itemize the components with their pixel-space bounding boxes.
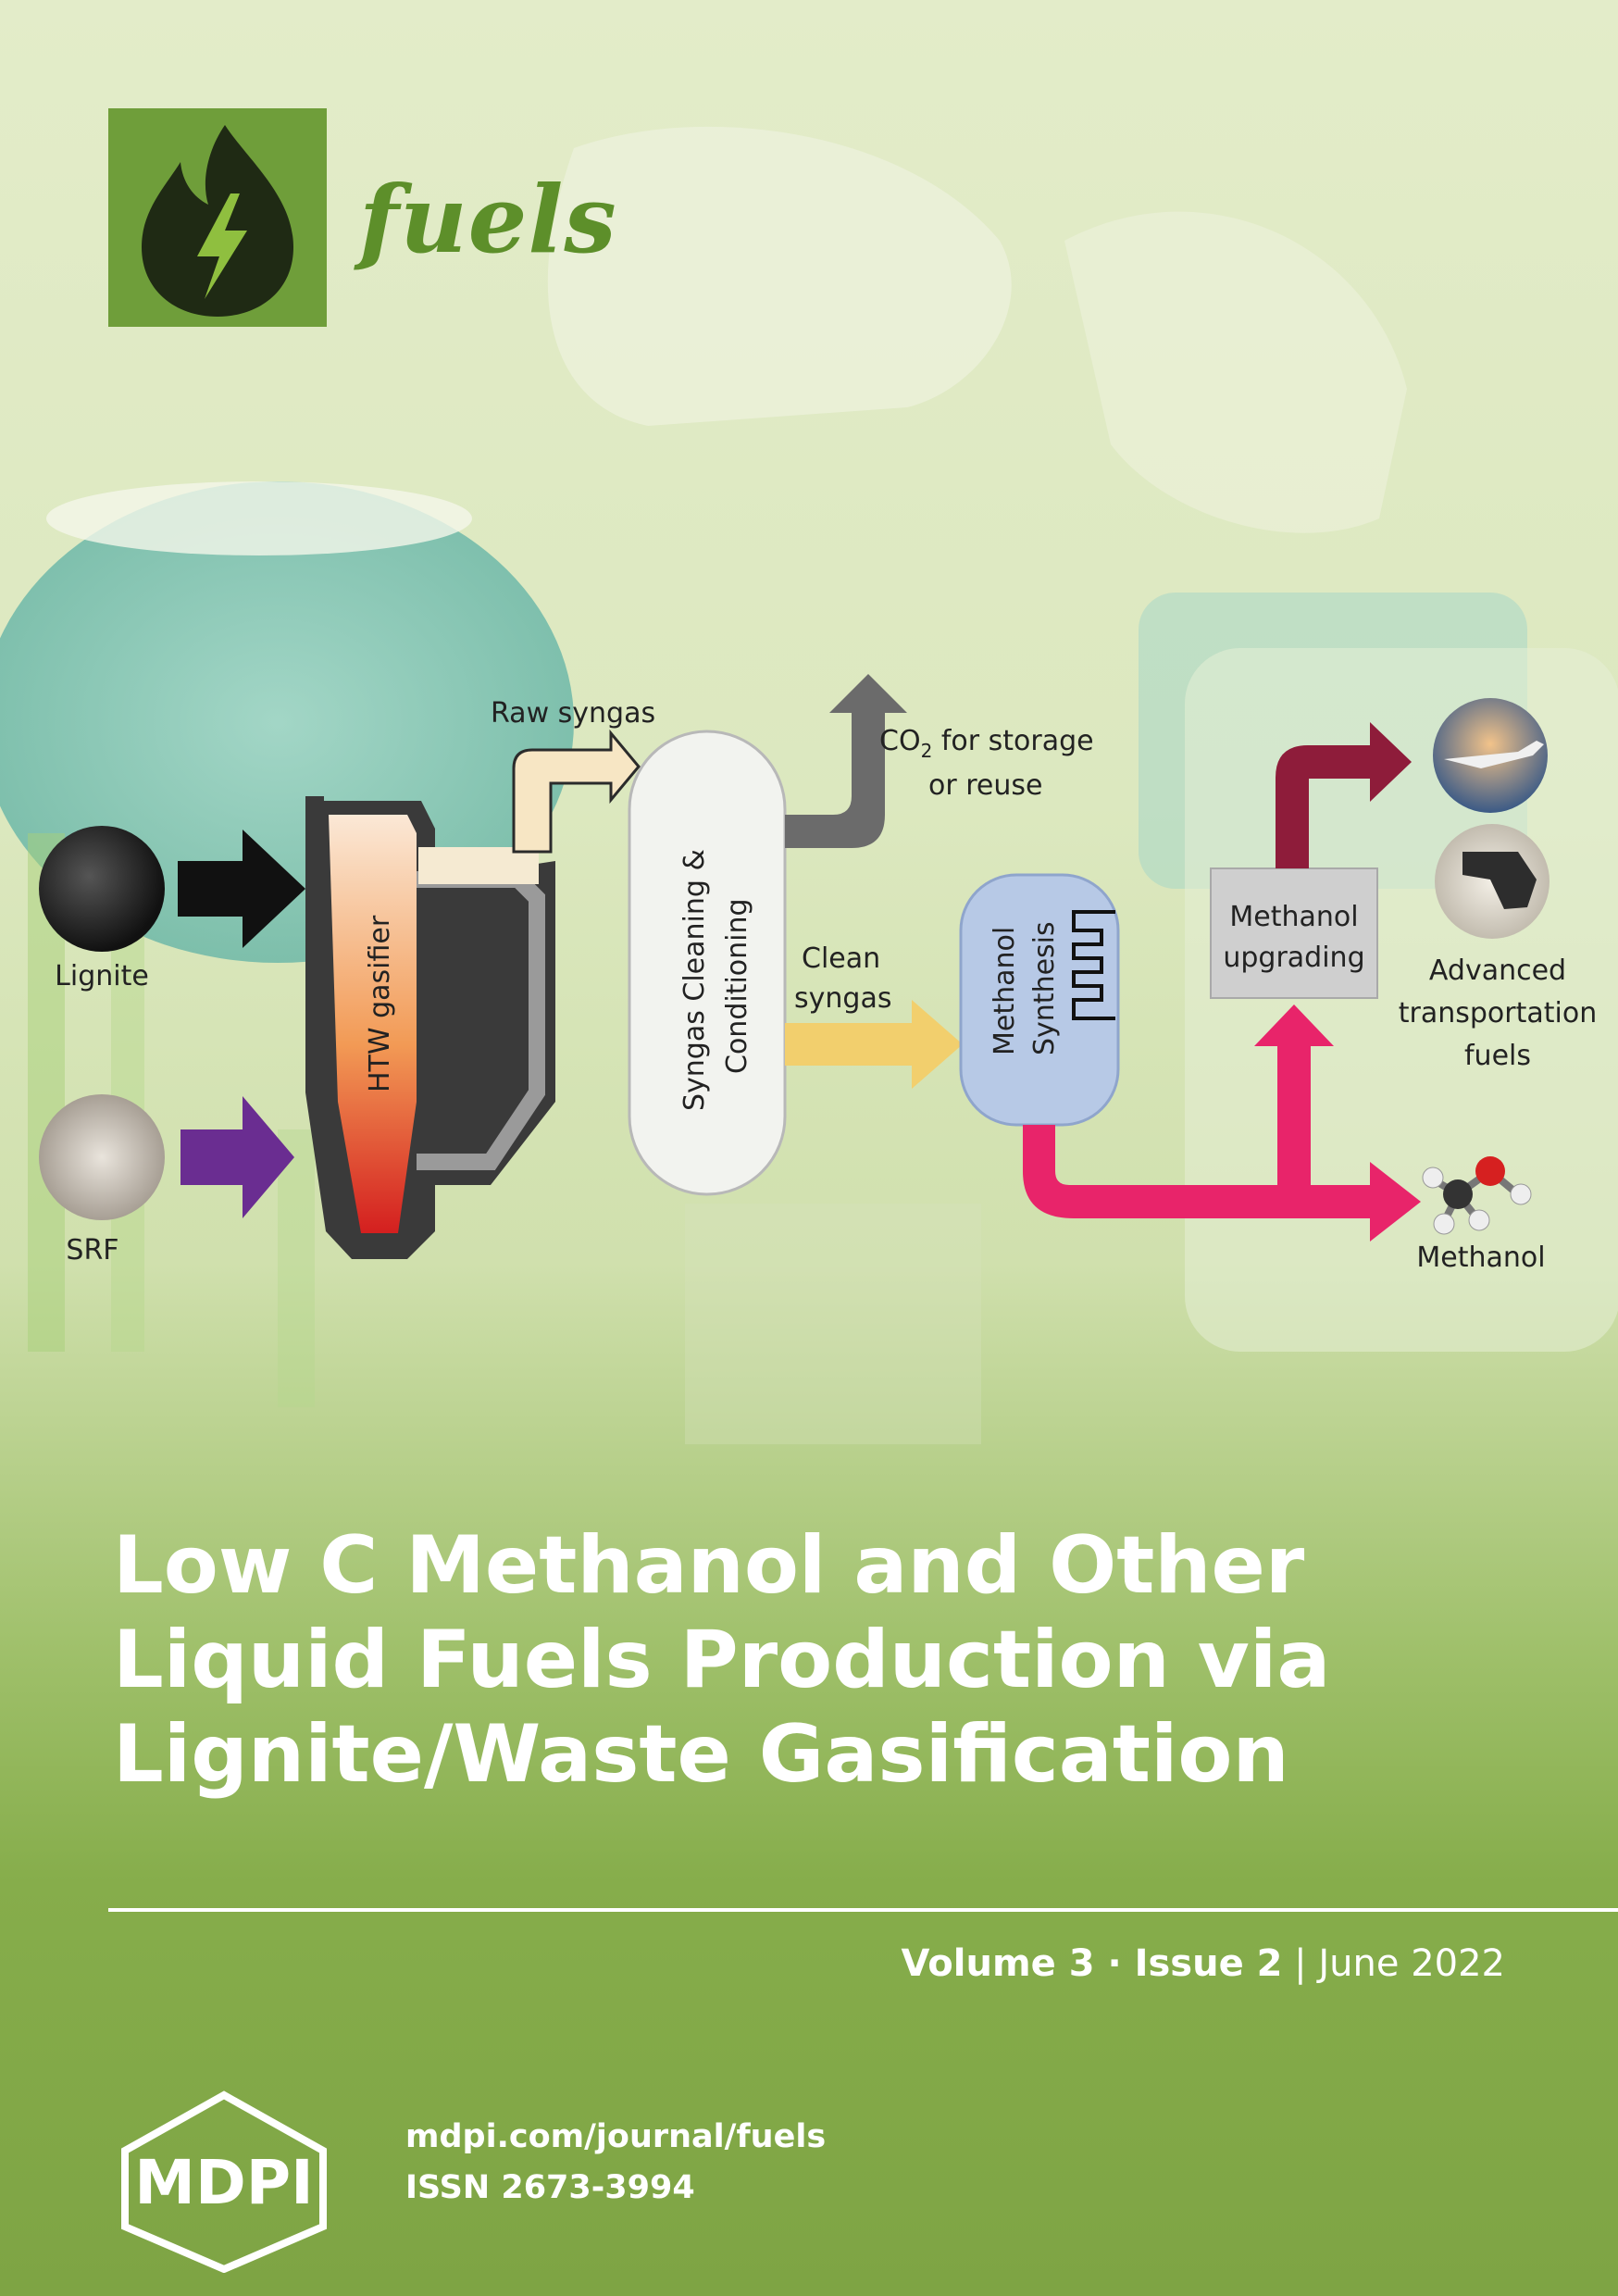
issue-separator: · [1094, 1942, 1135, 1985]
srf-label: SRF [66, 1234, 118, 1267]
publisher-name: MDPI [134, 2147, 313, 2218]
methanol-molecule-icon [1422, 1156, 1532, 1235]
co2-label-2: or reuse [928, 769, 1042, 802]
fuels-label-3: fuels [1464, 1040, 1531, 1072]
methanol-arrow [1023, 1004, 1421, 1242]
title-line-3: Lignite/Waste Gasification [113, 1708, 1289, 1801]
volume-label: Volume 3 [901, 1942, 1095, 1985]
cleaning-label-1: Syngas Cleaning & [678, 849, 711, 1111]
fuels-label-2: transportation [1399, 997, 1597, 1029]
synthesis-label-1: Methanol [989, 927, 1021, 1055]
fuel-nozzle-icon [1462, 852, 1537, 909]
cleaning-column [628, 730, 787, 1196]
title-line-2: Liquid Fuels Production via [113, 1614, 1331, 1706]
fuels-arrow [1276, 722, 1412, 868]
heat-exchanger-coil [1072, 910, 1115, 1020]
gasifier-core [329, 815, 417, 1233]
lignite-arrow [178, 830, 305, 948]
srf-image [39, 1094, 165, 1220]
raw-syngas-arrow [512, 729, 641, 854]
gasifier-label: HTW gasifier [364, 915, 396, 1092]
journal-logo [108, 108, 327, 327]
cleaning-label-2: Conditioning [721, 898, 753, 1074]
lignite-label: Lignite [55, 960, 149, 992]
issue-date: June 2022 [1318, 1942, 1505, 1985]
clean-syngas-label-2: syngas [794, 982, 891, 1015]
publisher-logo: MDPI [121, 2090, 327, 2273]
cyclone-duct [418, 847, 539, 884]
process-diagram: Lignite SRF HTW gasifier Raw syngas Syng… [39, 674, 1597, 1274]
lignite-image [39, 826, 165, 952]
flame-bolt-icon [142, 125, 293, 317]
srf-arrow [180, 1096, 294, 1218]
fuels-label-1: Advanced [1429, 955, 1566, 987]
title-divider [108, 1908, 1618, 1912]
issn-number: ISSN 2673-3994 [405, 2169, 695, 2206]
raw-syngas-label: Raw syngas [491, 697, 655, 730]
journal-name: fuels [359, 165, 617, 274]
issue-number: Issue 2 [1134, 1942, 1283, 1985]
clean-syngas-label-1: Clean [802, 942, 880, 975]
upgrading-label-1: Methanol [1229, 901, 1358, 933]
synthesis-label-2: Synthesis [1028, 921, 1061, 1055]
airplane-icon [1444, 741, 1544, 768]
title-line-1: Low C Methanol and Other [113, 1519, 1305, 1612]
issue-bar: | [1282, 1942, 1319, 1985]
cover-title: Low C Methanol and Other Liquid Fuels Pr… [113, 1518, 1557, 1802]
co2-label-1: CO2 for storage [879, 725, 1094, 762]
upgrading-label-2: upgrading [1223, 942, 1364, 974]
co2-arrow [785, 674, 907, 848]
issue-info: Volume 3 · Issue 2 | June 2022 [902, 1942, 1505, 1985]
journal-url[interactable]: mdpi.com/journal/fuels [405, 2118, 827, 2155]
upgrading-box [1210, 867, 1378, 999]
clean-syngas-arrow [785, 1000, 963, 1089]
methanol-label: Methanol [1416, 1242, 1545, 1274]
